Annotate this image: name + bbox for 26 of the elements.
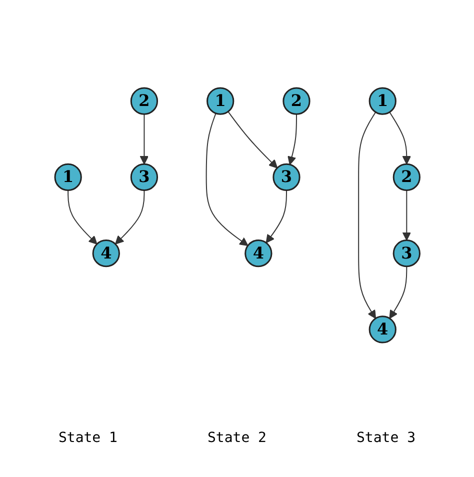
arrow — [388, 111, 411, 164]
node-circle: 4 — [244, 239, 272, 267]
node-circle: 3 — [130, 163, 158, 191]
node-circle: 4 — [368, 315, 396, 344]
arrow — [265, 190, 287, 243]
arrow — [227, 110, 278, 168]
node-circle: 2 — [130, 86, 158, 115]
node-circle: 4 — [92, 239, 120, 267]
node-circle: 1 — [206, 86, 234, 115]
node-circle: 1 — [368, 86, 396, 115]
caption: State 2 — [207, 430, 266, 446]
arrow — [205, 112, 248, 246]
arrow — [388, 266, 407, 319]
node-circle: 3 — [392, 239, 420, 267]
arrow — [139, 113, 148, 164]
arrow — [114, 190, 144, 244]
arrow — [67, 190, 97, 244]
node-circle: 3 — [272, 163, 300, 191]
node-circle: 1 — [54, 163, 82, 191]
arrow — [358, 111, 376, 319]
arrow — [402, 190, 411, 240]
node-circle: 2 — [392, 163, 420, 191]
node-circle: 2 — [282, 86, 310, 115]
caption: State 1 — [58, 430, 118, 446]
caption: State 3 — [356, 430, 416, 446]
arrow — [287, 113, 297, 165]
